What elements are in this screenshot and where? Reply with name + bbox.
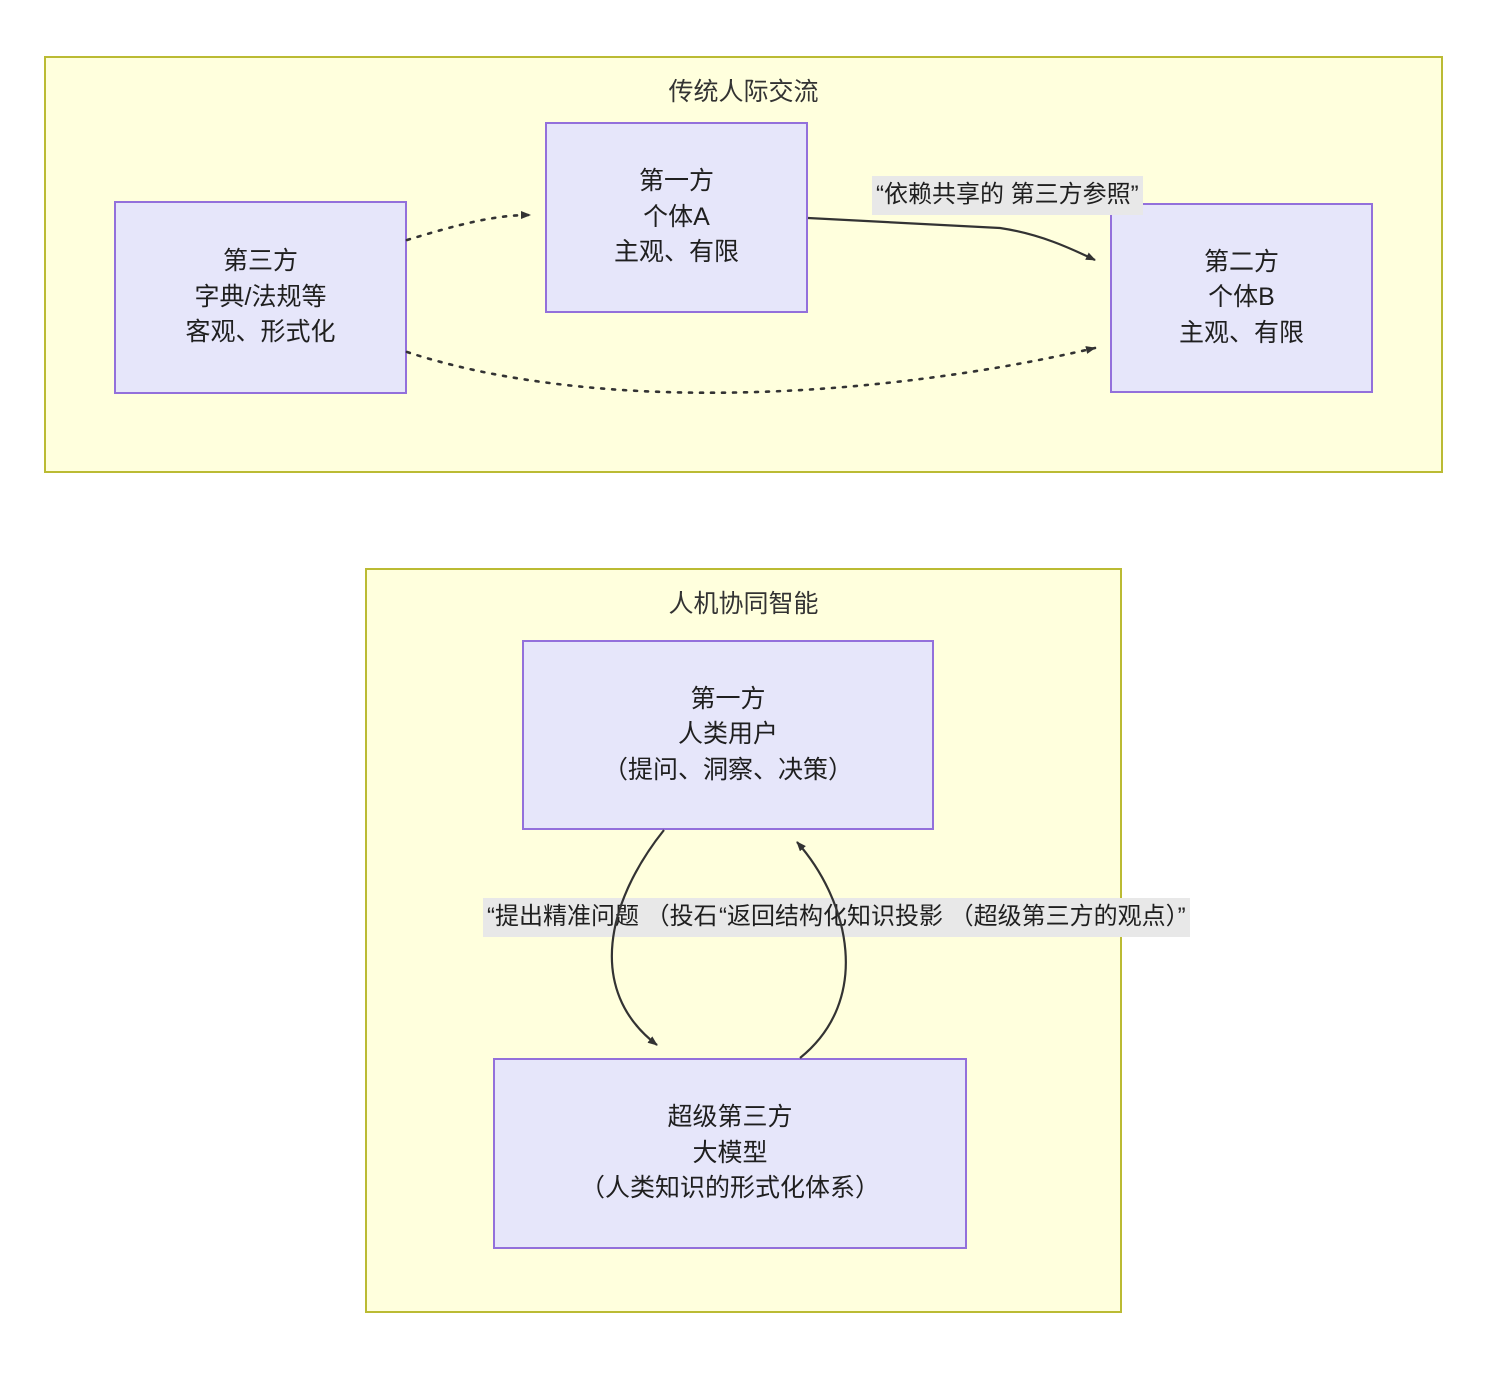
node-third-party-line-1: 第三方 xyxy=(222,247,298,276)
group-collab-title: 人机协同智能 xyxy=(668,590,819,618)
node-human-user-line-3: （提问、洞察、决策） xyxy=(602,755,853,784)
group-traditional-title: 传统人际交流 xyxy=(668,78,819,106)
node-super-third-line-2: 大模型 xyxy=(692,1138,768,1167)
node-third-party[interactable]: 第三方 字典/法规等 客观、形式化 xyxy=(114,201,407,394)
edge-label-return-structured-knowledge: “返回结构化知识投影 （超级第三方的观点）” xyxy=(715,898,1190,937)
node-third-party-line-3: 客观、形式化 xyxy=(185,318,336,347)
node-second-party-b-line-1: 第二方 xyxy=(1203,247,1279,276)
node-first-party-a-line-2: 个体A xyxy=(643,202,710,231)
node-first-party-individual-a[interactable]: 第一方 个体A 主观、有限 xyxy=(545,122,808,313)
node-first-party-human-user[interactable]: 第一方 人类用户 （提问、洞察、决策） xyxy=(522,640,934,830)
node-third-party-line-2: 字典/法规等 xyxy=(194,282,327,311)
node-second-party-b-line-2: 个体B xyxy=(1208,283,1275,312)
edge-label-answer-line-2: （超级第三方的观点）” xyxy=(949,903,1186,930)
node-second-party-b-line-3: 主观、有限 xyxy=(1178,318,1304,347)
node-super-third-line-1: 超级第三方 xyxy=(667,1103,793,1132)
edge-label-shared-third-party-reference: “依赖共享的 第三方参照” xyxy=(872,176,1143,215)
edge-label-shared-ref-line-2: 第三方参照” xyxy=(1010,181,1139,208)
node-super-third-line-3: （人类知识的形式化体系） xyxy=(579,1174,880,1203)
node-human-user-line-1: 第一方 xyxy=(690,684,766,713)
node-second-party-individual-b[interactable]: 第二方 个体B 主观、有限 xyxy=(1110,203,1373,393)
edge-label-answer-line-1: “返回结构化知识投影 xyxy=(719,903,943,930)
node-human-user-line-2: 人类用户 xyxy=(677,720,778,749)
node-first-party-a-line-1: 第一方 xyxy=(638,167,714,196)
edge-label-shared-ref-line-1: “依赖共享的 xyxy=(876,181,1004,208)
edge-label-ask-line-1: “提出精准问题 xyxy=(487,903,639,930)
node-first-party-a-line-3: 主观、有限 xyxy=(613,238,739,267)
node-super-third-party-llm[interactable]: 超级第三方 大模型 （人类知识的形式化体系） xyxy=(493,1058,967,1249)
